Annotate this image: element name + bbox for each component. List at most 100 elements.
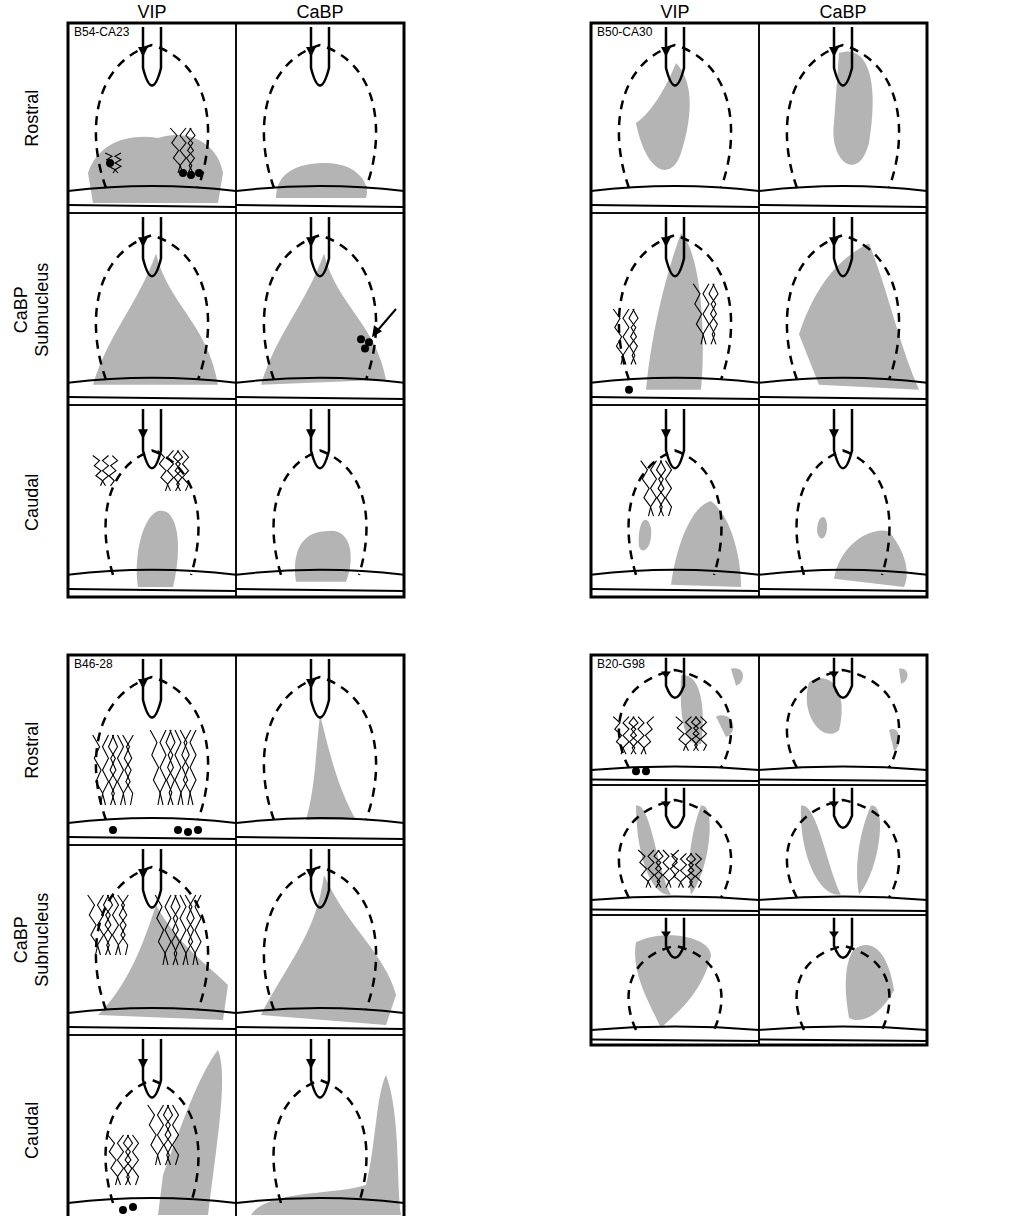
fiber-trace (150, 730, 160, 805)
chiasm-line (236, 818, 404, 823)
cell-body (129, 1203, 137, 1211)
chiasm-line (591, 1027, 759, 1030)
fiber-trace (148, 1105, 158, 1165)
cell-body (119, 1206, 127, 1214)
fiber-trace (195, 895, 201, 965)
cell-body (179, 169, 187, 177)
fiber-trace (692, 717, 700, 751)
chiasm-line (759, 205, 927, 207)
chiasm-line (591, 1040, 759, 1041)
fiber-trace (710, 284, 718, 345)
cell-border (591, 405, 759, 597)
stain-region (899, 669, 908, 684)
panel-border (591, 23, 927, 597)
column-header: CaBP (280, 2, 360, 23)
ventricle (834, 217, 852, 276)
section-schematic (759, 409, 927, 591)
fiber-trace (118, 735, 124, 805)
column-header: VIP (635, 2, 715, 23)
section-schematic (591, 658, 759, 781)
ventricle (311, 659, 329, 718)
ventricle-arrow (661, 671, 671, 678)
pointer-arrow-head (372, 325, 382, 337)
nucleus-outline (787, 800, 899, 898)
ventricle-arrow (661, 237, 671, 247)
fiber-trace (155, 895, 165, 965)
fiber-trace (180, 730, 190, 805)
ventricle-arrow (306, 429, 316, 439)
ventricle-arrow (138, 869, 148, 879)
stain-region (799, 243, 919, 390)
section-schematic (236, 1039, 404, 1216)
chiasm-line (68, 186, 236, 191)
section-schematic (68, 849, 236, 1029)
section-schematic (68, 27, 236, 207)
cell-border (591, 23, 759, 213)
fiber-trace (638, 850, 648, 888)
fiber-trace (173, 1105, 179, 1165)
stain-region (639, 520, 652, 551)
chiasm-line (759, 186, 927, 191)
fiber-trace (623, 717, 629, 755)
nucleus-outline (96, 867, 208, 1010)
cell-border (236, 845, 404, 1035)
fiber-trace (180, 128, 186, 173)
fiber-trace (158, 1105, 164, 1165)
fiber-trace (172, 895, 180, 965)
cell-border (591, 785, 759, 915)
ventricle-arrow (306, 47, 316, 57)
fiber-trace (164, 1105, 172, 1165)
stain-region (635, 935, 711, 1028)
section-schematic (759, 788, 927, 911)
cell-border (236, 405, 404, 597)
fiber-trace (174, 450, 182, 490)
ventricle-arrow (829, 429, 839, 439)
chiasm-line (68, 837, 236, 839)
fiber-trace (630, 309, 638, 365)
cell-border (68, 23, 236, 213)
fiber-trace (183, 450, 189, 490)
row-label: CaBP Subnucleus (11, 255, 52, 365)
chiasm-line (68, 205, 236, 207)
panel-id: B50-CA30 (595, 26, 654, 39)
fiber-trace (109, 735, 117, 805)
cell-body (109, 826, 117, 834)
ventricle-arrow (829, 801, 839, 808)
chiasm-line (236, 1027, 404, 1029)
ventricle (834, 27, 852, 86)
fiber-trace (676, 717, 686, 751)
fiber-trace (709, 284, 717, 345)
chiasm-line (236, 837, 404, 839)
chiasm-line (68, 818, 236, 823)
fiber-trace (171, 895, 179, 965)
chiasm-line (759, 1027, 927, 1030)
fiber-trace (701, 717, 707, 751)
fiber-trace (641, 461, 651, 517)
section-schematic (236, 409, 404, 591)
fiber-trace (98, 895, 104, 955)
ventricle (311, 409, 329, 468)
cell-border (68, 845, 236, 1035)
cell-body (195, 169, 203, 177)
section-schematic (591, 409, 759, 591)
fiber-trace (104, 895, 112, 955)
cell-border (759, 915, 927, 1045)
fiber-trace (124, 1135, 132, 1185)
fiber-trace (186, 128, 194, 173)
cell-border (759, 23, 927, 213)
fiber-trace (185, 895, 195, 965)
ventricle-arrow (829, 931, 839, 938)
stain-region (646, 233, 703, 390)
fiber-trace (108, 1135, 118, 1185)
ventricle (143, 409, 161, 468)
chiasm-line (236, 186, 404, 191)
cell-border (68, 213, 236, 405)
chiasm-line (759, 397, 927, 399)
cell-border (591, 213, 759, 405)
stain-region (807, 678, 842, 734)
cell-body (194, 826, 202, 834)
fiber-trace (181, 730, 191, 805)
chiasm-line (759, 910, 927, 911)
chiasm-line (759, 767, 927, 770)
section-schematic (236, 27, 404, 207)
